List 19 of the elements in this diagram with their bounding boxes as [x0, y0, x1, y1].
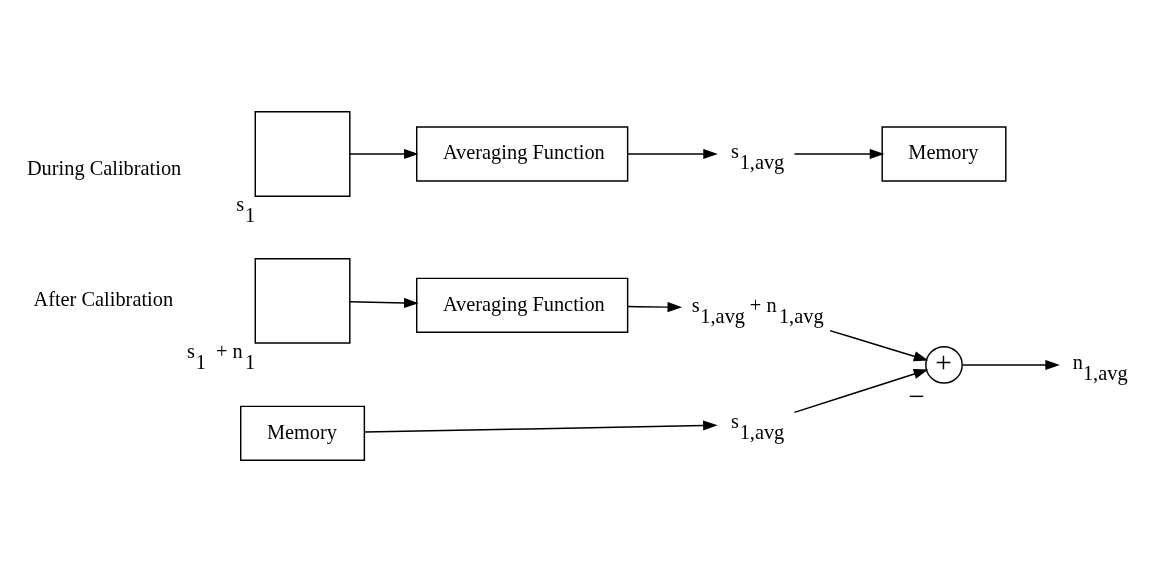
label: During Calibration — [26, 157, 182, 180]
arrow — [627, 302, 683, 313]
arrow — [962, 359, 1060, 370]
arrow — [829, 329, 929, 362]
node-box: Memory — [240, 405, 366, 461]
arrow — [349, 297, 419, 308]
arrow — [349, 148, 419, 160]
node-box — [254, 258, 351, 344]
arrow — [363, 420, 718, 433]
arrow — [793, 369, 929, 414]
node-label: − — [908, 380, 925, 413]
arrow — [627, 148, 718, 160]
node-box: Averaging Function — [416, 126, 629, 182]
node-box: Averaging Function — [416, 277, 629, 333]
node-box: Memory — [881, 126, 1007, 182]
arrow — [793, 148, 885, 160]
node-box — [254, 111, 351, 197]
node-circle: + — [925, 346, 963, 384]
label: After Calibration — [33, 288, 174, 311]
